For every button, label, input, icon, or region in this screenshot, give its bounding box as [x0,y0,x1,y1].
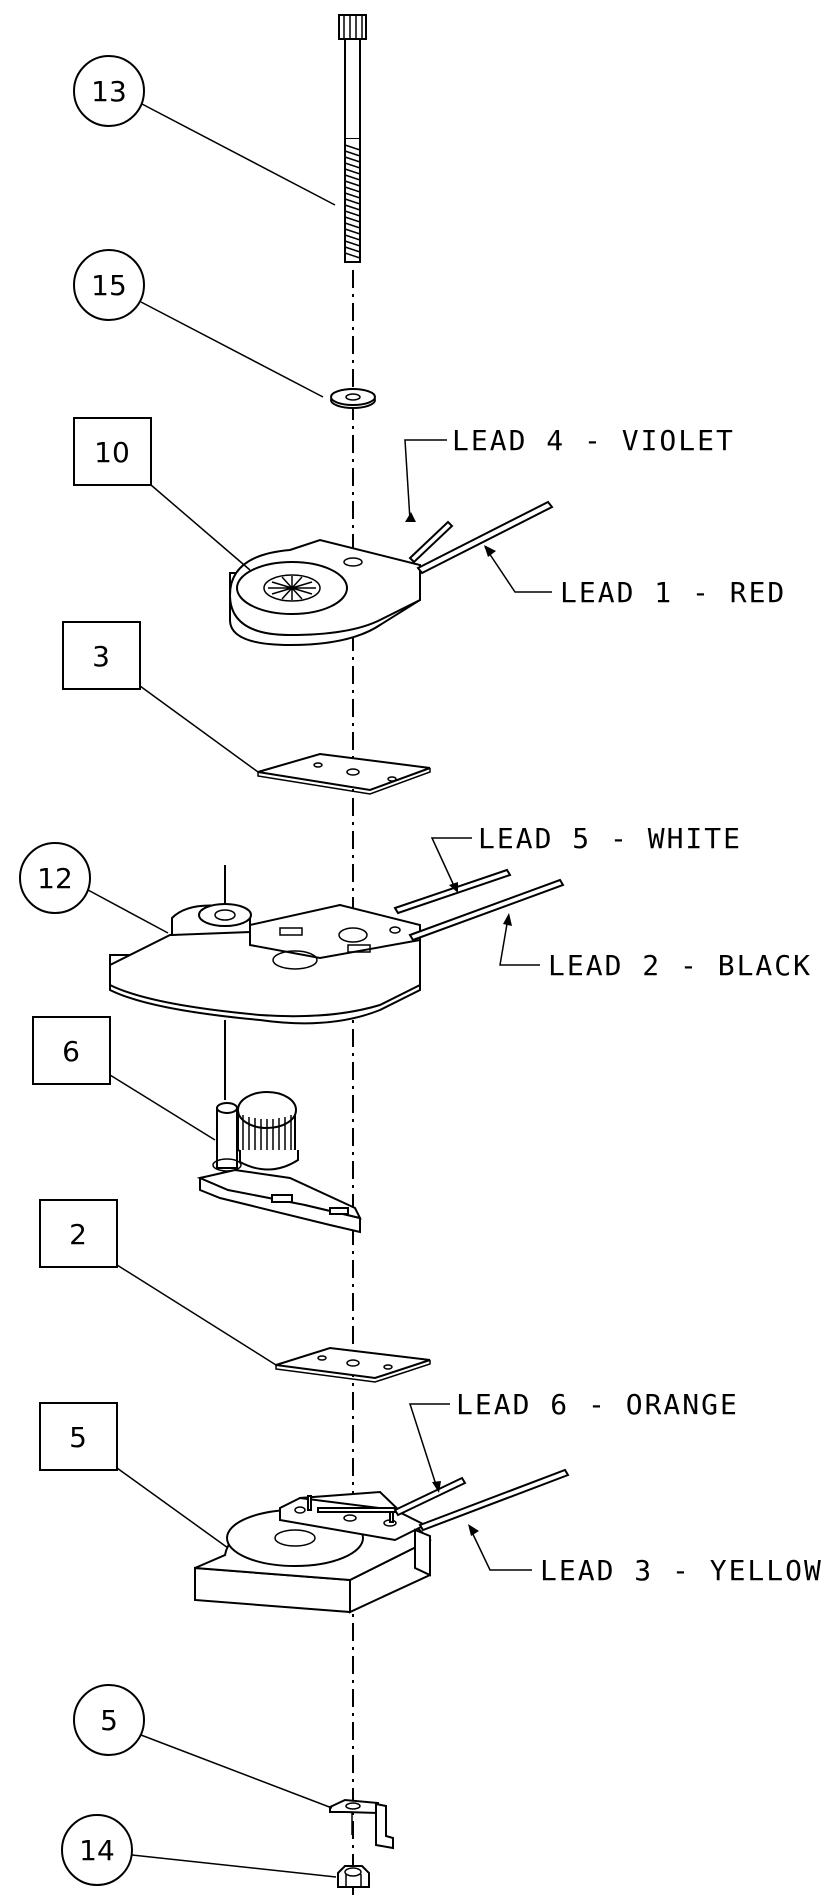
bracket-part [329,1798,394,1850]
callout-14-label: 14 [79,1834,115,1867]
lead-6-label: LEAD 6 - ORANGE [456,1388,739,1421]
callout-10-label: 10 [94,436,130,469]
callout-6: 6 [32,1016,216,1141]
lead-2-label: LEAD 2 - BLACK [548,949,812,982]
lead-4-label: LEAD 4 - VIOLET [452,424,735,457]
lead-3-label-group: LEAD 3 - YELLOW [468,1524,823,1587]
callout-12-label: 12 [37,862,73,895]
callout-5-circle-label: 5 [100,1704,118,1737]
callout-3-label: 3 [92,640,110,673]
screw-part [338,14,367,263]
callout-6-label: 6 [62,1035,80,1068]
lead-1-label-group: LEAD 1 - RED [484,545,786,609]
lead-4-label-group: LEAD 4 - VIOLET [404,424,735,522]
plate-part [275,1346,431,1383]
lead-5-label-group: LEAD 5 - WHITE [430,822,742,893]
lead-6-label-group: LEAD 6 - ORANGE [408,1388,739,1493]
lead-1-label: LEAD 1 - RED [560,576,786,609]
callout-2: 2 [39,1199,277,1366]
callout-14: 14 [61,1814,337,1886]
callout-15: 15 [73,249,324,398]
body-part [109,865,565,1100]
nut-part [337,1865,370,1888]
lead-5-label: LEAD 5 - WHITE [478,822,742,855]
callout-13-label: 13 [91,75,127,108]
gasket-plate-part [257,752,431,795]
callout-5-box: 5 [39,1402,229,1549]
callout-12: 12 [19,842,169,934]
washer-part [330,388,376,409]
lead-2-label-group: LEAD 2 - BLACK [499,913,812,982]
callout-3: 3 [62,621,259,773]
top-housing-part [228,500,554,647]
callout-13: 13 [73,55,336,206]
callout-5-circle: 5 [73,1684,333,1809]
callout-15-label: 15 [91,269,127,302]
callout-5-box-label: 5 [69,1421,87,1454]
rotor-arm-part [196,1091,362,1234]
lead-3-label: LEAD 3 - YELLOW [540,1554,823,1587]
callout-10: 10 [73,417,251,571]
callout-2-label: 2 [69,1218,87,1251]
base-part [194,1468,570,1614]
